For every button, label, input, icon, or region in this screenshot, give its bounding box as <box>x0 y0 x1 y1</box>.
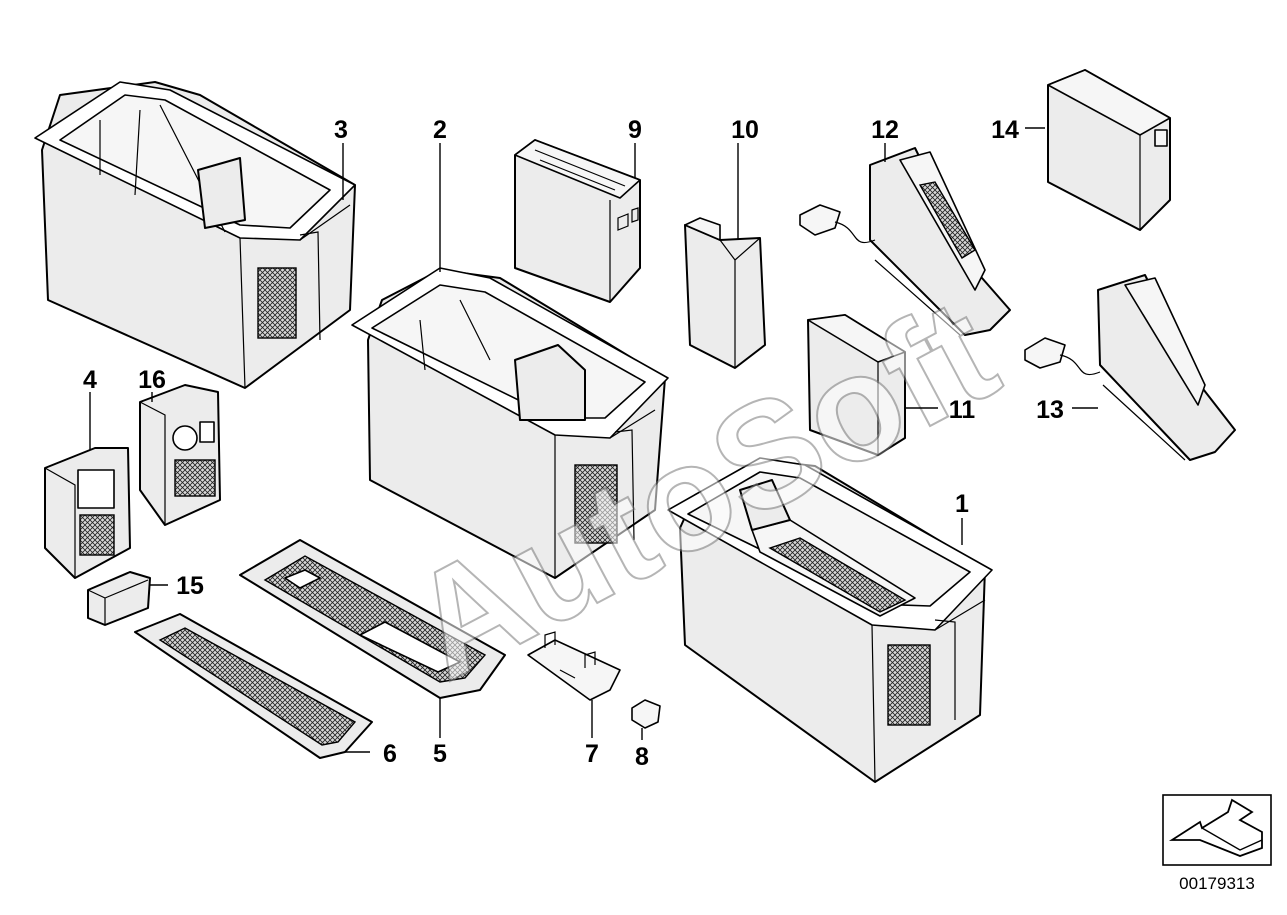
part-11-insert <box>807 314 906 456</box>
part-8-clip <box>631 699 661 729</box>
callout-16: 16 <box>138 366 166 394</box>
leader-lines <box>89 127 1098 753</box>
callout-4: 4 <box>83 366 97 394</box>
callout-3: 3 <box>334 116 348 144</box>
arrow-icon <box>1168 798 1263 857</box>
part-15-insert <box>87 571 151 626</box>
callout-10: 10 <box>731 116 759 144</box>
callout-15: 15 <box>176 572 204 600</box>
orientation-symbol <box>1162 794 1272 866</box>
callout-8: 8 <box>635 743 649 771</box>
drawing-number: 00179313 <box>1179 874 1255 893</box>
part-12-ribbed-strip <box>918 181 976 259</box>
part-13-connector <box>1024 337 1066 369</box>
callout-1: 1 <box>955 490 969 518</box>
part-1-tray-mesh <box>768 537 907 613</box>
part-12-bracket <box>799 147 1011 336</box>
part-1-vent-grille <box>887 644 931 726</box>
part-6-tray <box>134 613 373 759</box>
callout-13: 13 <box>1036 396 1064 424</box>
callout-2: 2 <box>433 116 447 144</box>
part-3-storage-box <box>34 81 356 389</box>
part-3-vent-grille <box>257 267 297 339</box>
part-16-module <box>139 384 221 526</box>
callout-11: 11 <box>949 396 976 424</box>
part-13-bracket <box>1024 274 1236 461</box>
part-10-insert <box>684 217 766 369</box>
part-2-vent-grille <box>574 464 618 544</box>
part-16-grille <box>174 459 216 497</box>
part-5-tray <box>239 539 506 699</box>
callout-labels: 1 2 3 4 5 6 7 8 9 10 11 12 13 14 15 16 <box>83 116 1064 771</box>
callout-14: 14 <box>991 116 1019 144</box>
callout-7: 7 <box>585 740 599 768</box>
part-12-connector <box>799 204 841 236</box>
part-1-storage-box <box>667 457 993 783</box>
callout-6: 6 <box>383 740 397 768</box>
part-4-module <box>44 447 131 579</box>
part-4-grille <box>79 514 115 556</box>
callout-5: 5 <box>433 740 447 768</box>
callout-12: 12 <box>871 116 899 144</box>
callout-9: 9 <box>628 116 642 144</box>
part-7-clip-plate <box>527 631 621 701</box>
part-14-insert <box>1047 69 1171 231</box>
part-9-insert <box>514 139 641 303</box>
part-6-tray-mesh <box>158 627 357 746</box>
part-2-storage-box <box>351 267 669 579</box>
